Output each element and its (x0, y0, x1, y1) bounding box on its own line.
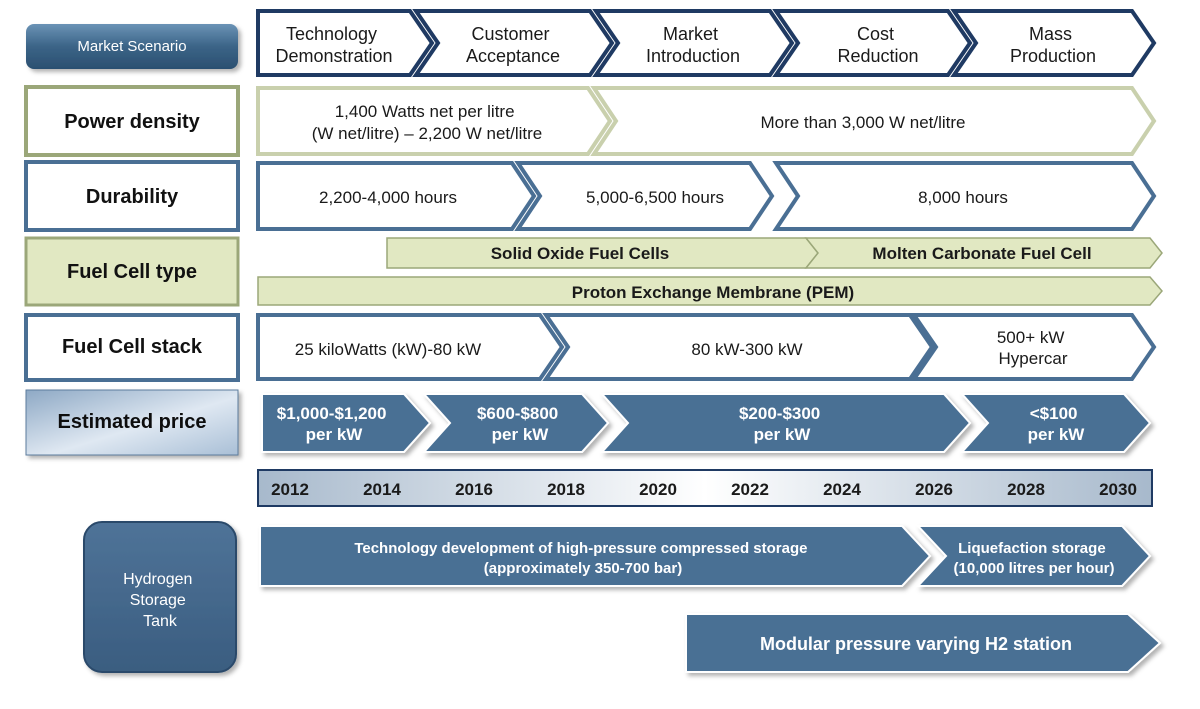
svg-text:$1,000-$1,200 per kW: $1,000-$1,200 per kW (277, 404, 391, 444)
market-scenario-label: Market Scenario (26, 24, 238, 69)
durability-phase-1: 2,200-4,000 hours (256, 161, 537, 231)
storage-high-pressure-compressed: Technology development of high-pressure … (259, 525, 932, 587)
fuel-cell-stack-phase-1: 25 kiloWatts (kW)-80 kW (256, 313, 565, 381)
fuel-cell-type-row: Solid Oxide Fuel Cells Molten Carbonate … (257, 237, 1163, 306)
year-label: 2020 (639, 480, 677, 499)
price-phase-2: $600-$800 per kW (421, 393, 610, 453)
year-timeline: 2012 2014 2016 2018 2020 2022 2024 2026 … (257, 469, 1153, 507)
durability-label-text: Durability (86, 186, 179, 208)
fuel-cell-type-label-text: Fuel Cell type (67, 261, 197, 283)
svg-text:2,200-4,000 hours: 2,200-4,000 hours (319, 188, 457, 207)
svg-text:Technology development of high: Technology development of high-pressure … (354, 540, 811, 577)
svg-text:More than 3,000 W net/litre: More than 3,000 W net/litre (760, 113, 965, 132)
estimated-price-row: $1,000-$1,200 per kW $600-$800 per kW $2… (261, 393, 1152, 453)
svg-text:Molten Carbonate Fuel Cell: Molten Carbonate Fuel Cell (872, 244, 1091, 263)
durability-label: Durability (24, 160, 240, 232)
svg-text:Cost Reduction: Cost Reduction (837, 24, 918, 66)
svg-text:Technology Demonstrati: Technology Demonstration (275, 24, 392, 66)
scenario-market-introduction: Market Introduction (592, 9, 795, 77)
market-scenario-label-text: Market Scenario (77, 38, 186, 55)
storage-liquefaction: Liquefaction storage (10,000 litres per … (915, 525, 1152, 587)
power-density-phase-2: More than 3,000 W net/litre (590, 86, 1157, 156)
durability-row: 2,200-4,000 hours 5,000-6,500 hours 8,00… (256, 161, 1157, 231)
svg-text:Market Introduction: Market Introduction (646, 24, 740, 66)
scenario-cost-reduction: Cost Reduction (772, 9, 973, 77)
hydrogen-storage-row: Technology development of high-pressure … (259, 525, 1162, 673)
durability-phase-2: 5,000-6,500 hours (514, 161, 775, 231)
fuel-cell-type-pem: Proton Exchange Membrane (PEM) (257, 276, 1163, 306)
fuel-cell-stack-row: 25 kiloWatts (kW)-80 kW 80 kW-300 kW 500… (256, 313, 1157, 381)
svg-text:$600-$800 per kW: $600-$800 per kW (477, 404, 563, 444)
svg-text:Proton Exchange Membrane (PEM): Proton Exchange Membrane (PEM) (572, 283, 854, 302)
power-density-label: Power density (24, 85, 240, 157)
storage-modular-h2-station: Modular pressure varying H2 station (685, 613, 1162, 673)
hydrogen-storage-tank-label: Hydrogen Storage Tank (83, 521, 237, 673)
fuel-cell-type-solid-oxide: Solid Oxide Fuel Cells (386, 237, 819, 269)
svg-text:25 kiloWatts (kW)-80 kW: 25 kiloWatts (kW)-80 kW (295, 340, 481, 359)
svg-text:500+ kW Hypercar: 500+ kW Hypercar (997, 328, 1069, 368)
price-phase-3: $200-$300 per kW (599, 393, 972, 453)
market-scenario-row: Technology Demonstration Customer Accept… (256, 9, 1157, 77)
scenario-mass-production: Mass Production (950, 9, 1157, 77)
power-density-label-text: Power density (64, 111, 200, 133)
price-phase-1: $1,000-$1,200 per kW (261, 393, 432, 453)
estimated-price-label: Estimated price (25, 389, 239, 456)
svg-text:1,400 Watts net per litre: 1,400 Watts net per litre (W net/litre) … (312, 102, 543, 143)
year-label: 2030 (1099, 480, 1137, 499)
fuel-cell-stack-phase-3: 500+ kW Hypercar (910, 313, 1157, 381)
power-density-row: 1,400 Watts net per litre (W net/litre) … (256, 86, 1157, 156)
svg-text:5,000-6,500 hours: 5,000-6,500 hours (586, 188, 724, 207)
fuel-cell-stack-phase-2: 80 kW-300 kW (542, 313, 935, 381)
svg-text:Liquefaction storage (: Liquefaction storage (10,000 litres per … (954, 540, 1115, 577)
year-label: 2028 (1007, 480, 1045, 499)
fuel-cell-stack-label: Fuel Cell stack (24, 313, 240, 382)
fuel-cell-type-label: Fuel Cell type (24, 236, 240, 307)
svg-text:Modular pressure varying H2 st: Modular pressure varying H2 station (760, 634, 1072, 654)
year-label: 2024 (823, 480, 861, 499)
power-density-phase-1: 1,400 Watts net per litre (W net/litre) … (256, 86, 613, 156)
year-label: 2016 (455, 480, 493, 499)
durability-phase-3: 8,000 hours (772, 161, 1157, 231)
svg-text:<$100 per kW: <$100 per kW (1028, 404, 1086, 444)
svg-text:Customer Acceptance: Customer Acceptance (466, 24, 560, 66)
year-label: 2014 (363, 480, 401, 499)
svg-text:8,000 hours: 8,000 hours (918, 188, 1008, 207)
svg-text:80 kW-300 kW: 80 kW-300 kW (691, 340, 802, 359)
hydrogen-storage-tank-label-text: Hydrogen Storage Tank (123, 571, 197, 630)
year-label: 2012 (271, 480, 309, 499)
scenario-customer-acceptance: Customer Acceptance (412, 9, 615, 77)
year-label: 2018 (547, 480, 585, 499)
year-label: 2026 (915, 480, 953, 499)
svg-text:Solid Oxide Fuel Cells: Solid Oxide Fuel Cells (491, 244, 670, 263)
fuel-cell-type-molten-carbonate: Molten Carbonate Fuel Cell (804, 237, 1163, 269)
price-phase-4: <$100 per kW (959, 393, 1152, 453)
scenario-technology-demonstration: Technology Demonstration (256, 9, 435, 77)
estimated-price-label-text: Estimated price (58, 411, 207, 433)
svg-text:$200-$300 per kW: $200-$300 per kW (739, 404, 825, 444)
fuel-cell-stack-label-text: Fuel Cell stack (62, 336, 203, 358)
year-label: 2022 (731, 480, 769, 499)
svg-text:Mass Production: Mass Production (1010, 24, 1096, 66)
